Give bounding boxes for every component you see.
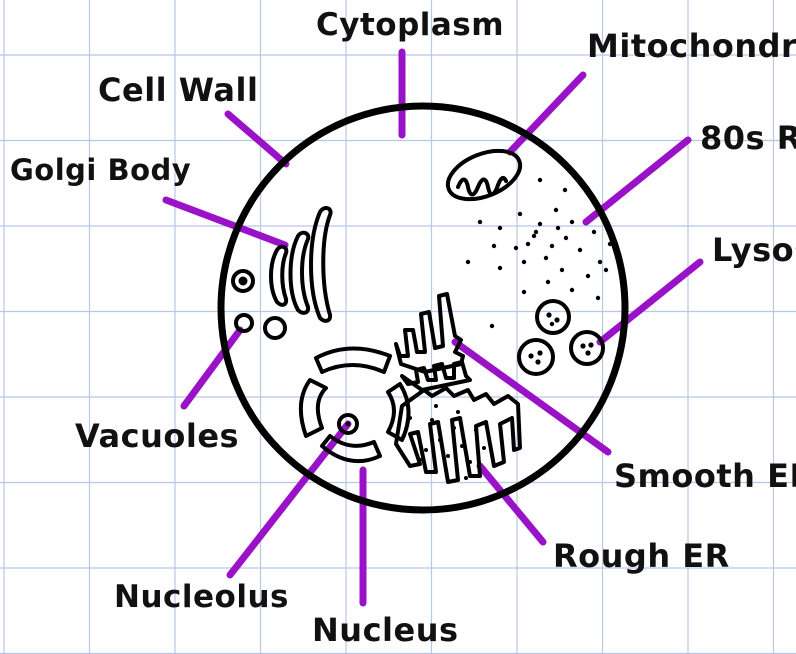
nucleus	[301, 348, 409, 461]
golgi-body	[271, 208, 331, 321]
golgi-body-leader-line	[166, 200, 285, 245]
label-mitochondria: Mitochondria	[587, 30, 796, 62]
label-lysosomes: Lysos	[712, 234, 796, 266]
label-ribosomes: 80s R	[700, 122, 796, 154]
label-cell-wall: Cell Wall	[98, 74, 258, 106]
cell-wall-leader-line	[228, 114, 286, 164]
mitochondria-leader-line	[510, 75, 583, 152]
lysosomes-leader-line	[600, 262, 700, 342]
lysosomes	[519, 301, 603, 374]
label-nucleolus: Nucleolus	[114, 582, 289, 613]
label-nucleus: Nucleus	[312, 614, 459, 646]
smooth-er	[396, 294, 470, 390]
nucleolus	[339, 415, 357, 433]
label-golgi-body: Golgi Body	[10, 156, 191, 185]
label-smooth-er: Smooth ER	[614, 460, 796, 492]
label-cytoplasm: Cytoplasm	[316, 10, 504, 41]
label-rough-er: Rough ER	[553, 540, 730, 572]
label-vacuoles: Vacuoles	[75, 420, 239, 452]
nucleolus-leader-line	[230, 424, 348, 575]
rough-er	[396, 388, 520, 482]
